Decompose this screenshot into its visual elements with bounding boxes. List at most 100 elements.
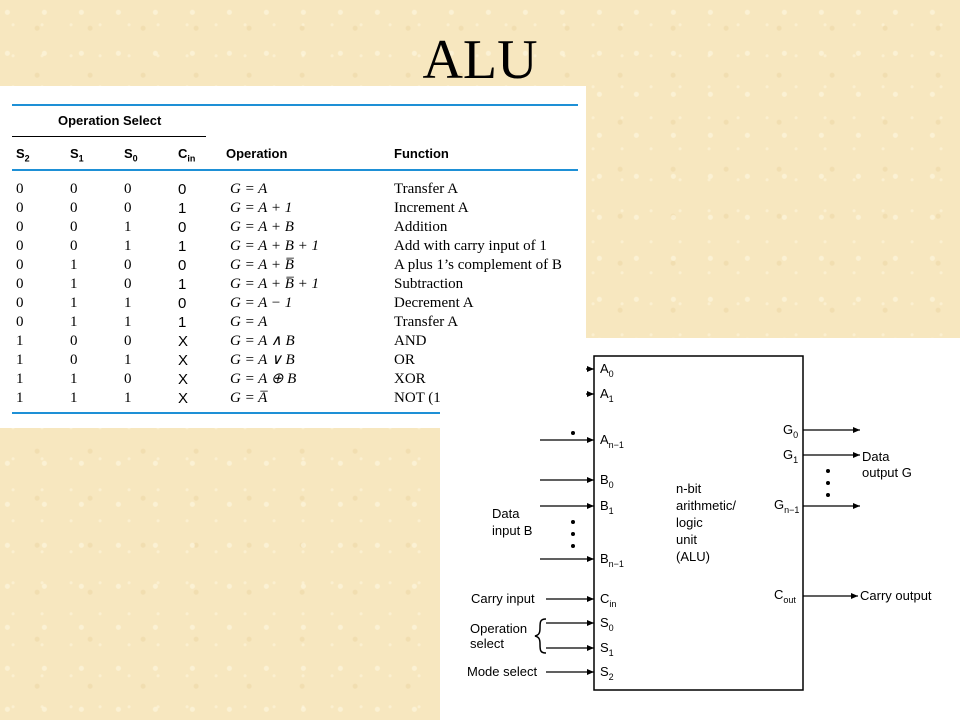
data-input-b-label: Data — [492, 506, 520, 521]
mode-select-label: Mode select — [467, 664, 537, 679]
cell-s1: 0 — [70, 238, 78, 254]
table-top-rule — [12, 104, 578, 106]
pin-label-b1: B1 — [600, 498, 614, 516]
cell-operation: G = A + B̅ — [230, 257, 294, 273]
cell-s0: 1 — [124, 238, 132, 254]
pin-label-s0: S0 — [600, 615, 614, 633]
cell-s0: 1 — [124, 352, 132, 368]
cell-operation: G = A − 1 — [230, 295, 293, 311]
block-label-line: logic — [676, 515, 703, 530]
block-label-line: n-bit — [676, 481, 702, 496]
pin-label-gn-1: Gn−1 — [774, 497, 799, 515]
cell-s1: 0 — [70, 333, 78, 349]
table-row: 0 1 1 0 G = A − 1 Decrement A — [0, 294, 586, 313]
col-header-s0: S0 — [124, 146, 138, 164]
table-header-rule — [12, 169, 578, 171]
cell-operation: G = A — [230, 181, 268, 197]
cell-s0: 0 — [124, 371, 132, 387]
cell-s2: 1 — [16, 390, 24, 406]
ellipsis-dots-g — [826, 469, 830, 497]
data-output-g-label: output G — [862, 465, 912, 480]
cell-s1: 1 — [70, 295, 78, 311]
cell-s0: 1 — [124, 314, 132, 330]
table-bottom-rule — [12, 412, 578, 414]
alu-block-diagram: n-bit arithmetic/ logic unit (ALU) — [440, 338, 960, 720]
pin-label-s1: S1 — [600, 640, 614, 658]
slide-title: ALU — [422, 29, 538, 91]
col-header-s2: S2 — [16, 146, 30, 164]
cell-s0: 0 — [124, 200, 132, 216]
cell-cin: 1 — [178, 314, 187, 331]
cell-s0: 1 — [124, 219, 132, 235]
cell-s2: 0 — [16, 276, 24, 292]
carry-input-label: Carry input — [471, 591, 535, 606]
cell-cin: 1 — [178, 276, 187, 293]
cell-function: Subtraction — [394, 276, 464, 292]
pin-label-bn-1: Bn−1 — [600, 551, 624, 569]
cell-s2: 0 — [16, 219, 24, 235]
col-header-s1: S1 — [70, 146, 84, 164]
cell-s2: 1 — [16, 352, 24, 368]
cell-s1: 1 — [70, 371, 78, 387]
cell-operation: G = A + B̅ + 1 — [230, 276, 319, 292]
cell-cin: 0 — [178, 181, 187, 198]
pin-label-cin: Cin — [600, 591, 616, 609]
table-row: 1 1 0 X G = A ⊕ B XOR — [0, 370, 586, 389]
pin-label-g0: G0 — [783, 422, 798, 440]
pin-label-b0: B0 — [600, 472, 614, 490]
cell-function: Addition — [394, 219, 448, 235]
operation-select-brace — [534, 618, 547, 654]
pin-label-a1: A1 — [600, 386, 614, 404]
col-header-operation: Operation — [226, 146, 288, 161]
cell-cin: X — [178, 352, 189, 369]
cell-s1: 1 — [70, 257, 78, 273]
cell-s1: 1 — [70, 390, 78, 406]
pin-label-a0: A0 — [600, 361, 614, 379]
cell-cin: 0 — [178, 257, 187, 274]
ellipsis-dots-b — [571, 520, 575, 548]
cell-function: AND — [394, 333, 427, 349]
cell-s0: 1 — [124, 390, 132, 406]
operation-select-label: select — [470, 636, 504, 651]
col-header-function: Function — [394, 146, 449, 161]
alu-box — [593, 355, 804, 691]
block-label-line: unit — [676, 532, 697, 547]
cell-s2: 1 — [16, 371, 24, 387]
cell-operation: G = A ∧ B — [230, 333, 295, 349]
group-header-underline — [12, 136, 206, 137]
cell-s2: 0 — [16, 238, 24, 254]
table-row: 0 0 1 0 G = A + B Addition — [0, 218, 586, 237]
cell-cin: 0 — [178, 295, 187, 312]
cell-s1: 0 — [70, 219, 78, 235]
table-row: 0 1 0 1 G = A + B̅ + 1 Subtraction — [0, 275, 586, 294]
cell-cin: 1 — [178, 238, 187, 255]
cell-operation: G = A ⊕ B — [230, 371, 297, 387]
cell-cin: 0 — [178, 219, 187, 236]
cell-s1: 1 — [70, 276, 78, 292]
table-row: 1 0 1 X G = A ∨ B OR — [0, 351, 586, 370]
pin-label-g1: G1 — [783, 447, 798, 465]
cell-function: Add with carry input of 1 — [394, 238, 547, 254]
pin-label-cout: Cout — [774, 587, 796, 605]
ellipsis-dots-a — [571, 431, 575, 435]
pin-label-an-1: An−1 — [600, 432, 624, 450]
cell-operation: G = A + B — [230, 219, 294, 235]
cell-s2: 0 — [16, 295, 24, 311]
cell-s2: 0 — [16, 181, 24, 197]
col-header-cin: Cin — [178, 146, 196, 164]
operation-select-label: Operation — [470, 621, 527, 636]
cell-s1: 0 — [70, 200, 78, 216]
cell-s0: 0 — [124, 257, 132, 273]
cell-operation: G = A ∨ B — [230, 352, 295, 368]
table-row: 0 0 0 1 G = A + 1 Increment A — [0, 199, 586, 218]
cell-s0: 0 — [124, 276, 132, 292]
cell-cin: 1 — [178, 200, 187, 217]
cell-s0: 0 — [124, 333, 132, 349]
cell-s1: 0 — [70, 181, 78, 197]
table-row: 0 1 0 0 G = A + B̅ A plus 1’s complement… — [0, 256, 586, 275]
cell-operation: G = A̅ — [230, 390, 268, 406]
alu-function-table: Operation Select S2 S1 S0 Cin Operation … — [0, 86, 586, 428]
cell-function: Transfer A — [394, 181, 459, 197]
cell-s2: 0 — [16, 200, 24, 216]
table-row: 1 0 0 X G = A ∧ B AND — [0, 332, 586, 351]
